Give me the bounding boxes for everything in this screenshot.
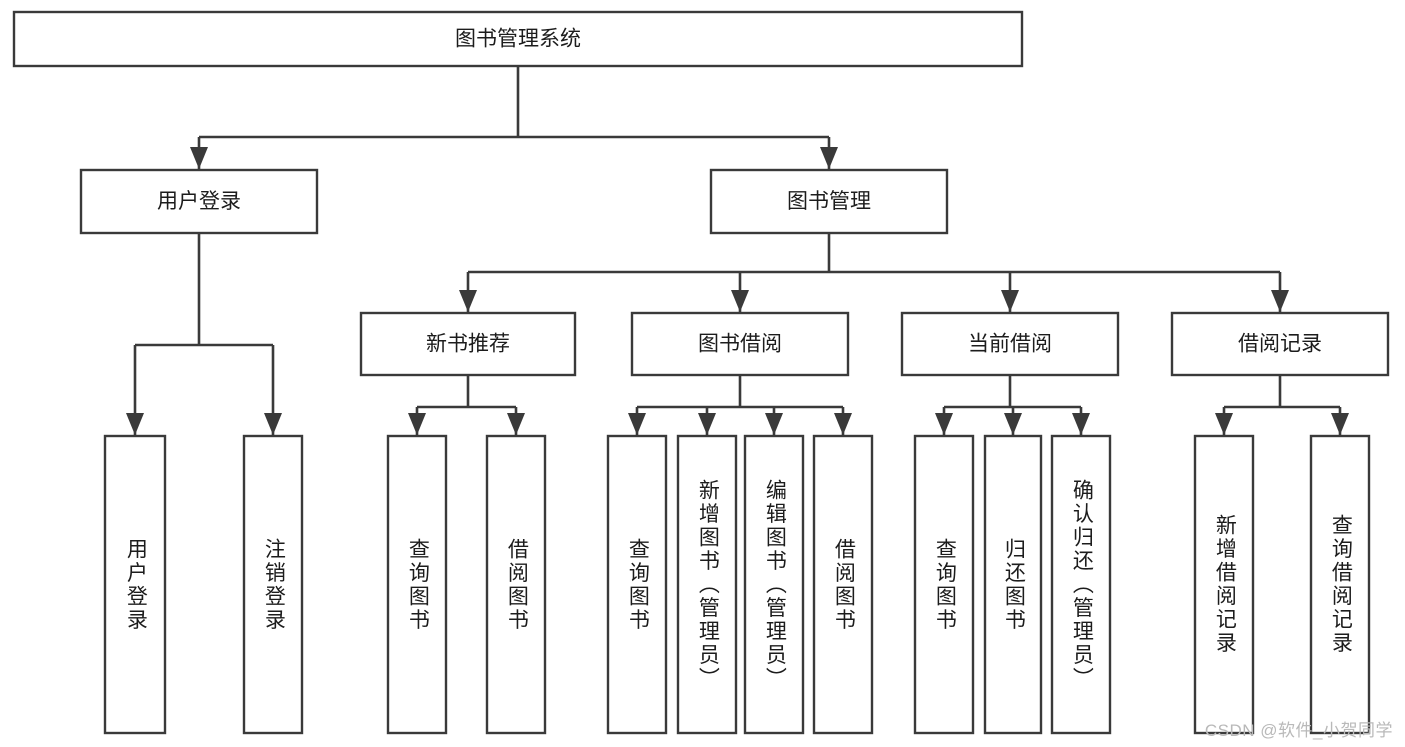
- leaf-label-leaf-query-record: 查询借阅记录: [1329, 514, 1353, 655]
- arrow-new-book-rec-to-leaf-query-book-1: [408, 413, 426, 435]
- node-box-leaf-add-record[interactable]: [1193, 434, 1255, 735]
- node-box-leaf-confirm-return[interactable]: [1050, 434, 1112, 735]
- arrow-book-borrow-to-leaf-edit-book: [765, 413, 783, 435]
- leaf-label-leaf-user-login: 用户登录: [124, 537, 148, 632]
- arrow-book-borrow-to-leaf-borrow-book-2: [834, 413, 852, 435]
- node-label-root: 图书管理系统: [455, 28, 581, 51]
- csdn-watermark: CSDN @软件_小贺同学: [1204, 721, 1393, 740]
- boxes-layer: [12, 10, 1390, 735]
- node-label-current-borrow: 当前借阅: [968, 333, 1052, 356]
- arrow-book-manage-to-borrow-record: [1271, 290, 1289, 312]
- connectors-layer: [126, 66, 1349, 435]
- node-box-leaf-return-book[interactable]: [983, 434, 1043, 735]
- leaf-label-leaf-query-book-1: 查询图书: [406, 537, 430, 632]
- node-label-borrow-record: 借阅记录: [1238, 333, 1322, 356]
- node-label-new-book-rec: 新书推荐: [426, 333, 510, 356]
- leaf-label-leaf-confirm-return: 确认归还（管理员）: [1070, 478, 1094, 691]
- arrow-root-to-book-manage: [820, 147, 838, 169]
- node-box-leaf-query-record[interactable]: [1309, 434, 1371, 735]
- node-box-leaf-query-book-2[interactable]: [606, 434, 668, 735]
- leaf-label-leaf-borrow-book-1: 借阅图书: [505, 537, 529, 632]
- node-box-book-manage[interactable]: [709, 168, 949, 235]
- node-label-book-borrow: 图书借阅: [698, 333, 782, 356]
- leaf-label-leaf-borrow-book-2: 借阅图书: [832, 537, 856, 632]
- node-label-user-login: 用户登录: [157, 190, 241, 213]
- node-box-user-login[interactable]: [79, 168, 319, 235]
- arrow-root-to-user-login: [190, 147, 208, 169]
- arrow-book-manage-to-book-borrow: [731, 290, 749, 312]
- node-box-leaf-borrow-book-2[interactable]: [812, 434, 874, 735]
- leaf-label-leaf-query-book-3: 查询图书: [933, 537, 957, 632]
- node-box-book-borrow[interactable]: [630, 311, 850, 377]
- node-box-leaf-user-login[interactable]: [103, 434, 167, 735]
- arrow-borrow-record-to-leaf-add-record: [1215, 413, 1233, 435]
- node-box-leaf-edit-book[interactable]: [743, 434, 805, 735]
- arrow-borrow-record-to-leaf-query-record: [1331, 413, 1349, 435]
- node-box-leaf-borrow-book-1[interactable]: [485, 434, 547, 735]
- arrow-current-borrow-to-leaf-confirm-return: [1072, 413, 1090, 435]
- arrow-book-borrow-to-leaf-query-book-2: [628, 413, 646, 435]
- arrow-user-login-to-leaf-logout: [264, 413, 282, 435]
- leaf-label-leaf-return-book: 归还图书: [1002, 537, 1026, 632]
- arrow-book-manage-to-current-borrow: [1001, 290, 1019, 312]
- leaf-label-leaf-add-book: 新增图书（管理员）: [696, 478, 720, 691]
- node-box-leaf-add-book[interactable]: [676, 434, 738, 735]
- node-box-current-borrow[interactable]: [900, 311, 1120, 377]
- arrow-book-manage-to-new-book-rec: [459, 290, 477, 312]
- node-box-root[interactable]: [12, 10, 1024, 68]
- arrow-new-book-rec-to-leaf-borrow-book-1: [507, 413, 525, 435]
- node-box-leaf-logout[interactable]: [242, 434, 304, 735]
- arrow-book-borrow-to-leaf-add-book: [698, 413, 716, 435]
- node-box-leaf-query-book-3[interactable]: [913, 434, 975, 735]
- arrow-current-borrow-to-leaf-query-book-3: [935, 413, 953, 435]
- node-box-leaf-query-book-1[interactable]: [386, 434, 448, 735]
- leaf-label-leaf-add-record: 新增借阅记录: [1213, 514, 1237, 655]
- arrow-user-login-to-leaf-user-login: [126, 413, 144, 435]
- leaf-label-leaf-logout: 注销登录: [262, 537, 286, 632]
- arrow-current-borrow-to-leaf-return-book: [1004, 413, 1022, 435]
- node-box-borrow-record[interactable]: [1170, 311, 1390, 377]
- leaf-label-leaf-edit-book: 编辑图书（管理员）: [763, 478, 787, 691]
- node-label-book-manage: 图书管理: [787, 190, 871, 213]
- leaf-label-leaf-query-book-2: 查询图书: [626, 537, 650, 632]
- node-box-new-book-rec[interactable]: [359, 311, 577, 377]
